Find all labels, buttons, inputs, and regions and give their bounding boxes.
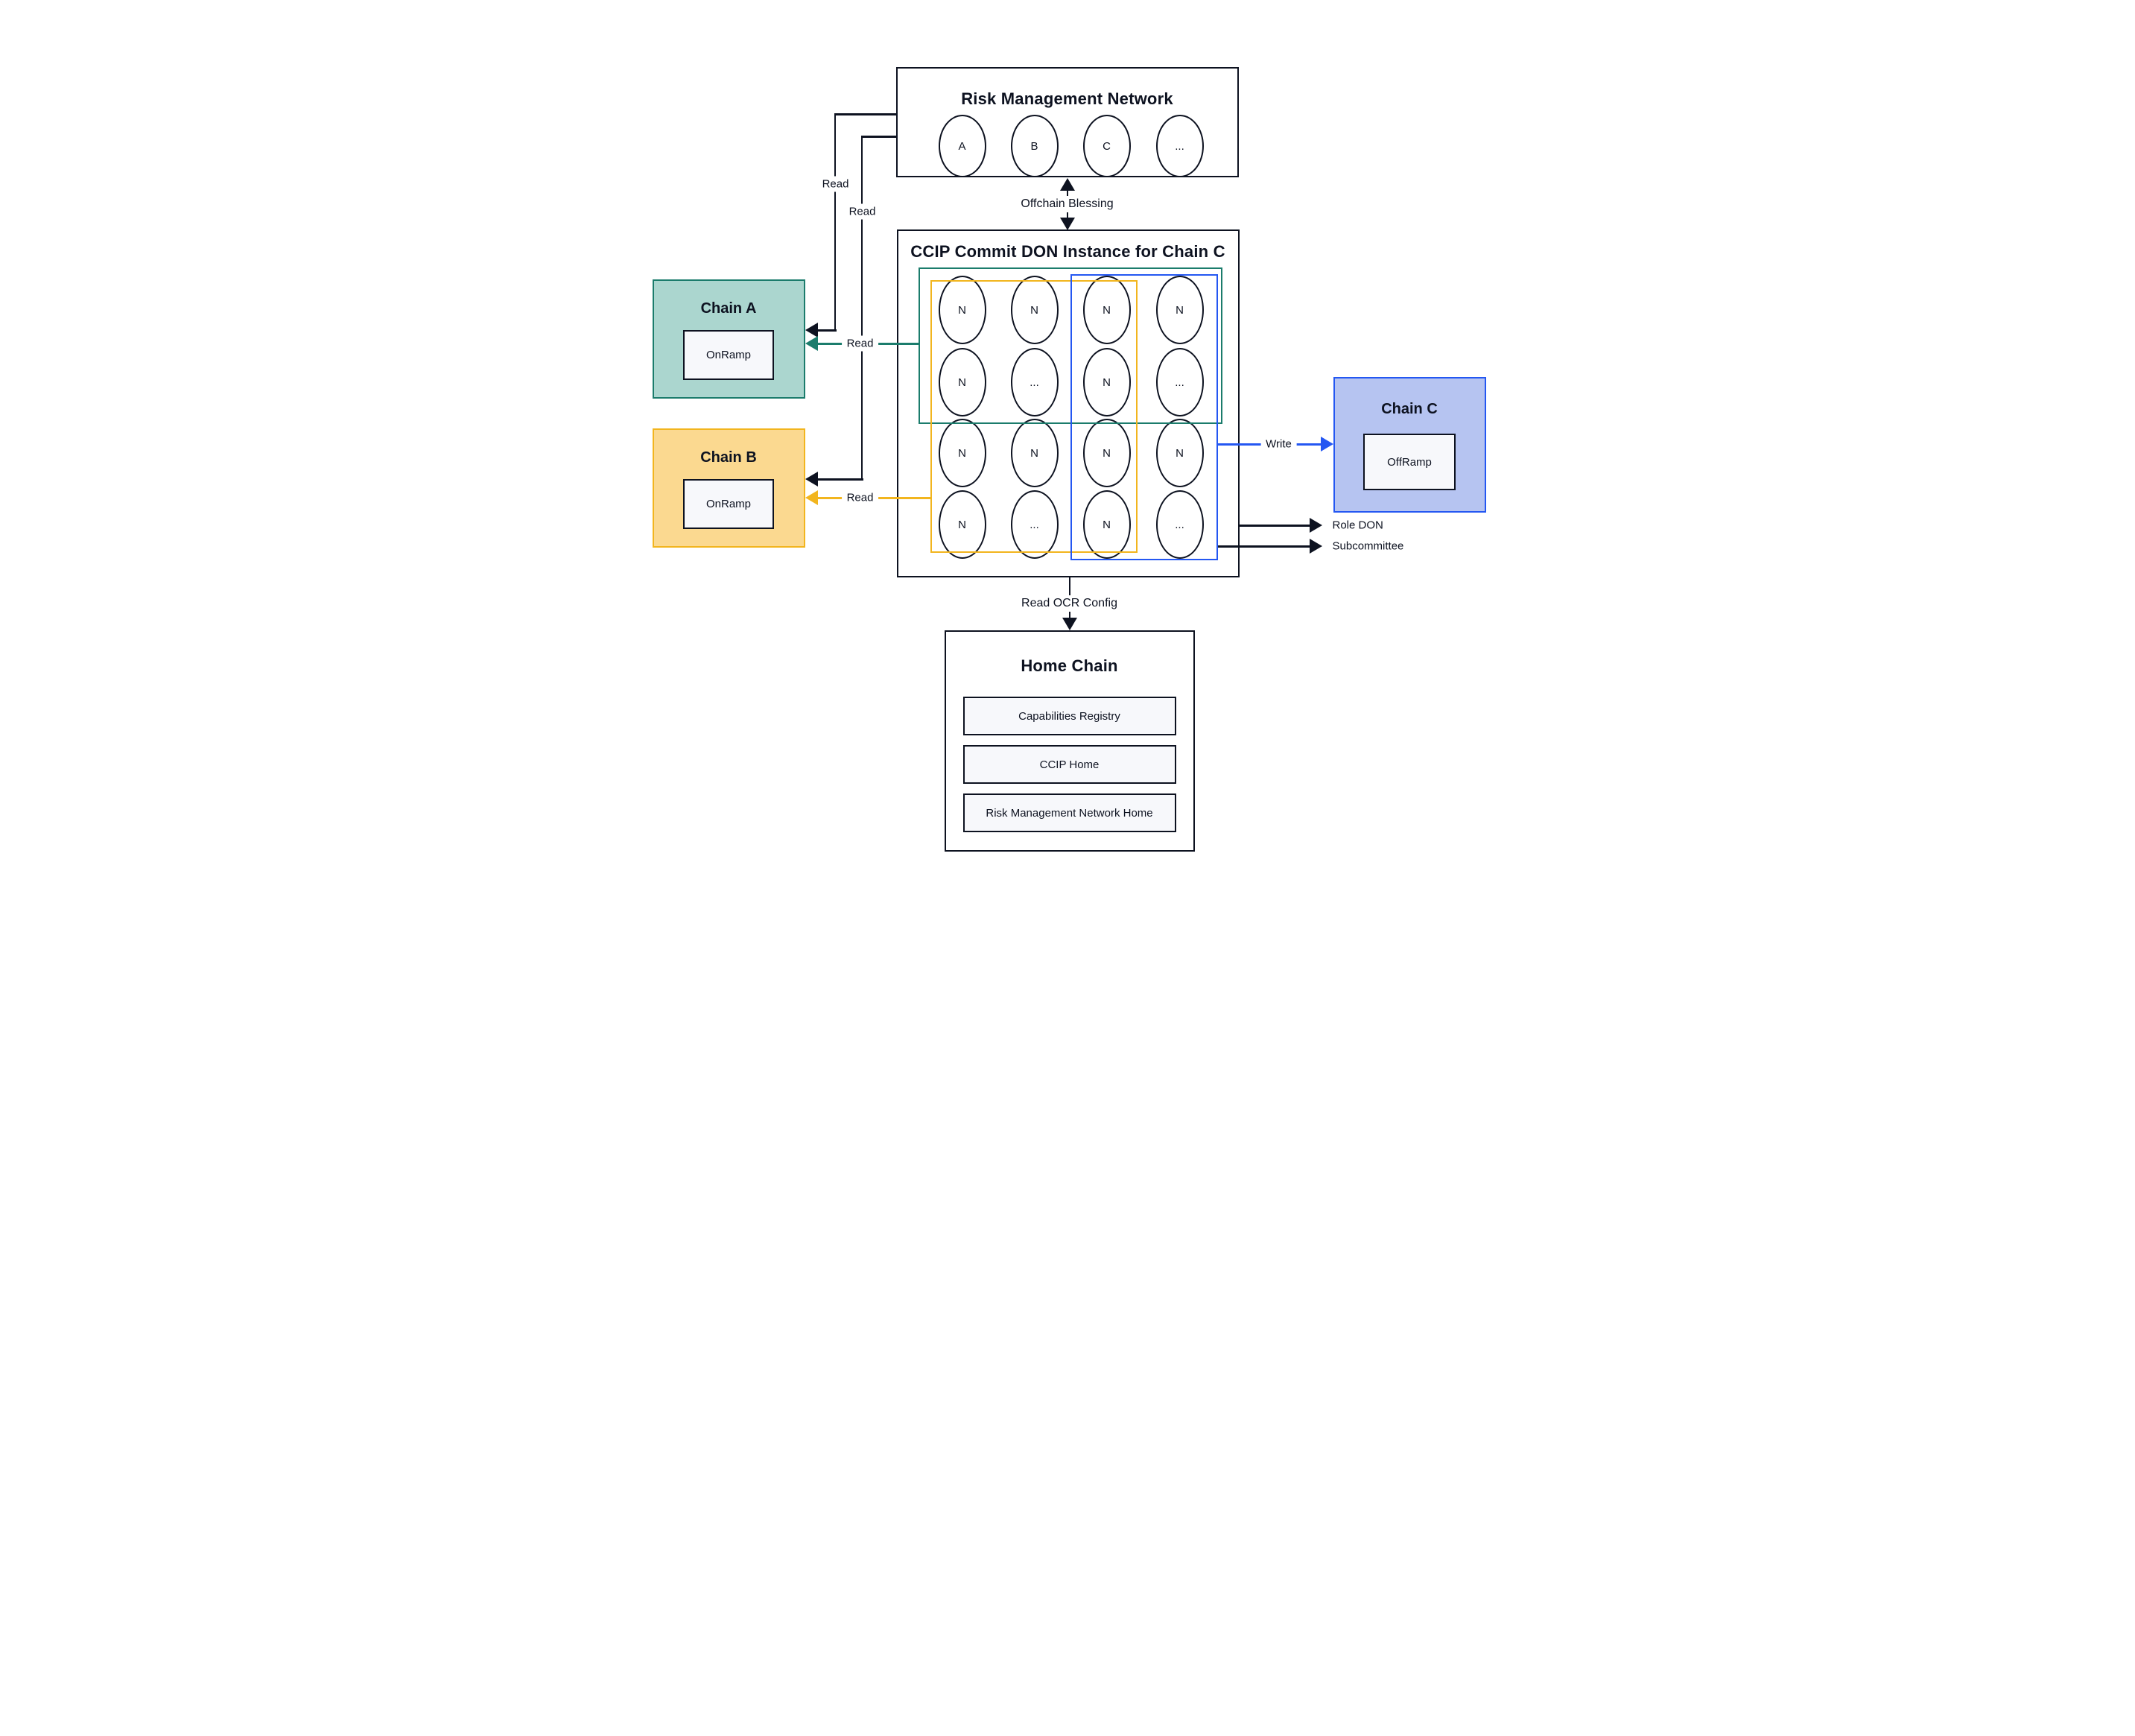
read-don-a-label: Read bbox=[841, 335, 879, 352]
write-arrowhead bbox=[1320, 437, 1333, 452]
offchain-blessing-label: Offchain Blessing bbox=[1015, 196, 1119, 212]
don-node-r1c1: N bbox=[938, 276, 986, 344]
don-node-r3c4: N bbox=[1155, 419, 1204, 487]
risk-management-network-title: Risk Management Network bbox=[961, 89, 1173, 108]
read-rmn-a-arrowhead bbox=[805, 323, 818, 338]
read-don-a-arrowhead bbox=[805, 336, 818, 351]
home-chain-rmn-home-box: Risk Management Network Home bbox=[962, 793, 1176, 832]
read-rmn-a-line-vertical bbox=[834, 113, 836, 331]
home-chain-ccip-home-box: CCIP Home bbox=[962, 745, 1176, 784]
read-don-b-label: Read bbox=[841, 490, 879, 506]
don-node-r2c1: N bbox=[938, 348, 986, 416]
chain-a-box: Chain A OnRamp bbox=[652, 279, 805, 399]
chain-b-onramp-box: OnRamp bbox=[683, 479, 774, 529]
rmn-node-b: B bbox=[1010, 115, 1059, 177]
write-label: Write bbox=[1260, 436, 1297, 452]
don-node-r2c4: ... bbox=[1155, 348, 1204, 416]
read-rmn-b-label: Read bbox=[843, 203, 881, 220]
don-node-r1c4: N bbox=[1155, 276, 1204, 344]
home-chain-box: Home Chain Capabilities Registry CCIP Ho… bbox=[944, 630, 1195, 852]
don-node-r4c4: ... bbox=[1155, 490, 1204, 559]
read-rmn-a-label: Read bbox=[816, 176, 854, 192]
chain-b-subcommittee-overlay-yellow bbox=[930, 280, 1138, 553]
don-node-r4c2: ... bbox=[1010, 490, 1059, 559]
offchain-blessing-arrowhead-up bbox=[1059, 178, 1075, 191]
rmn-node-a: A bbox=[938, 115, 986, 177]
home-chain-title: Home Chain bbox=[1021, 656, 1118, 675]
don-node-r1c2: N bbox=[1010, 276, 1059, 344]
role-don-label: Role DON bbox=[1332, 519, 1383, 532]
role-don-line bbox=[1237, 525, 1310, 527]
subcommittee-arrowhead bbox=[1309, 539, 1322, 554]
don-node-r3c2: N bbox=[1010, 419, 1059, 487]
chain-a-title: Chain A bbox=[700, 300, 757, 317]
read-ocr-config-arrowhead bbox=[1062, 618, 1077, 630]
don-node-r3c1: N bbox=[938, 419, 986, 487]
offchain-blessing-arrowhead-down bbox=[1059, 218, 1075, 230]
chain-b-box: Chain B OnRamp bbox=[652, 428, 805, 548]
rmn-node-ellipsis: ... bbox=[1155, 115, 1204, 177]
read-ocr-config-label: Read OCR Config bbox=[1016, 595, 1123, 612]
subcommittee-line bbox=[1216, 545, 1310, 548]
don-node-r4c1: N bbox=[938, 490, 986, 559]
chain-c-subcommittee-overlay-blue bbox=[1070, 274, 1218, 560]
ccip-architecture-diagram: Risk Management Network A B C ... Offcha… bbox=[533, 0, 1602, 868]
read-rmn-a-line-bottom bbox=[816, 329, 837, 332]
read-don-b-arrowhead bbox=[805, 490, 818, 505]
don-node-r3c3: N bbox=[1082, 419, 1131, 487]
read-rmn-b-line-top bbox=[860, 136, 898, 138]
home-chain-capabilities-registry-box: Capabilities Registry bbox=[962, 697, 1176, 735]
don-node-r1c3: N bbox=[1082, 276, 1131, 344]
chain-a-onramp-box: OnRamp bbox=[683, 330, 774, 380]
chain-c-offramp-box: OffRamp bbox=[1363, 434, 1456, 490]
don-node-r2c2: ... bbox=[1010, 348, 1059, 416]
don-node-r2c3: N bbox=[1082, 348, 1131, 416]
ccip-commit-don-title: CCIP Commit DON Instance for Chain C bbox=[910, 242, 1225, 261]
read-rmn-b-arrowhead bbox=[805, 472, 818, 487]
read-rmn-a-line-top bbox=[834, 113, 898, 115]
chain-c-title: Chain C bbox=[1381, 401, 1438, 417]
rmn-node-c: C bbox=[1082, 115, 1131, 177]
chain-b-title: Chain B bbox=[700, 449, 757, 466]
chain-c-box: Chain C OffRamp bbox=[1333, 377, 1486, 513]
role-don-arrowhead bbox=[1309, 518, 1322, 533]
read-rmn-b-line-vertical bbox=[860, 136, 863, 480]
don-node-r4c3: N bbox=[1082, 490, 1131, 559]
read-rmn-b-line-bottom bbox=[816, 478, 863, 481]
subcommittee-label: Subcommittee bbox=[1332, 539, 1404, 553]
